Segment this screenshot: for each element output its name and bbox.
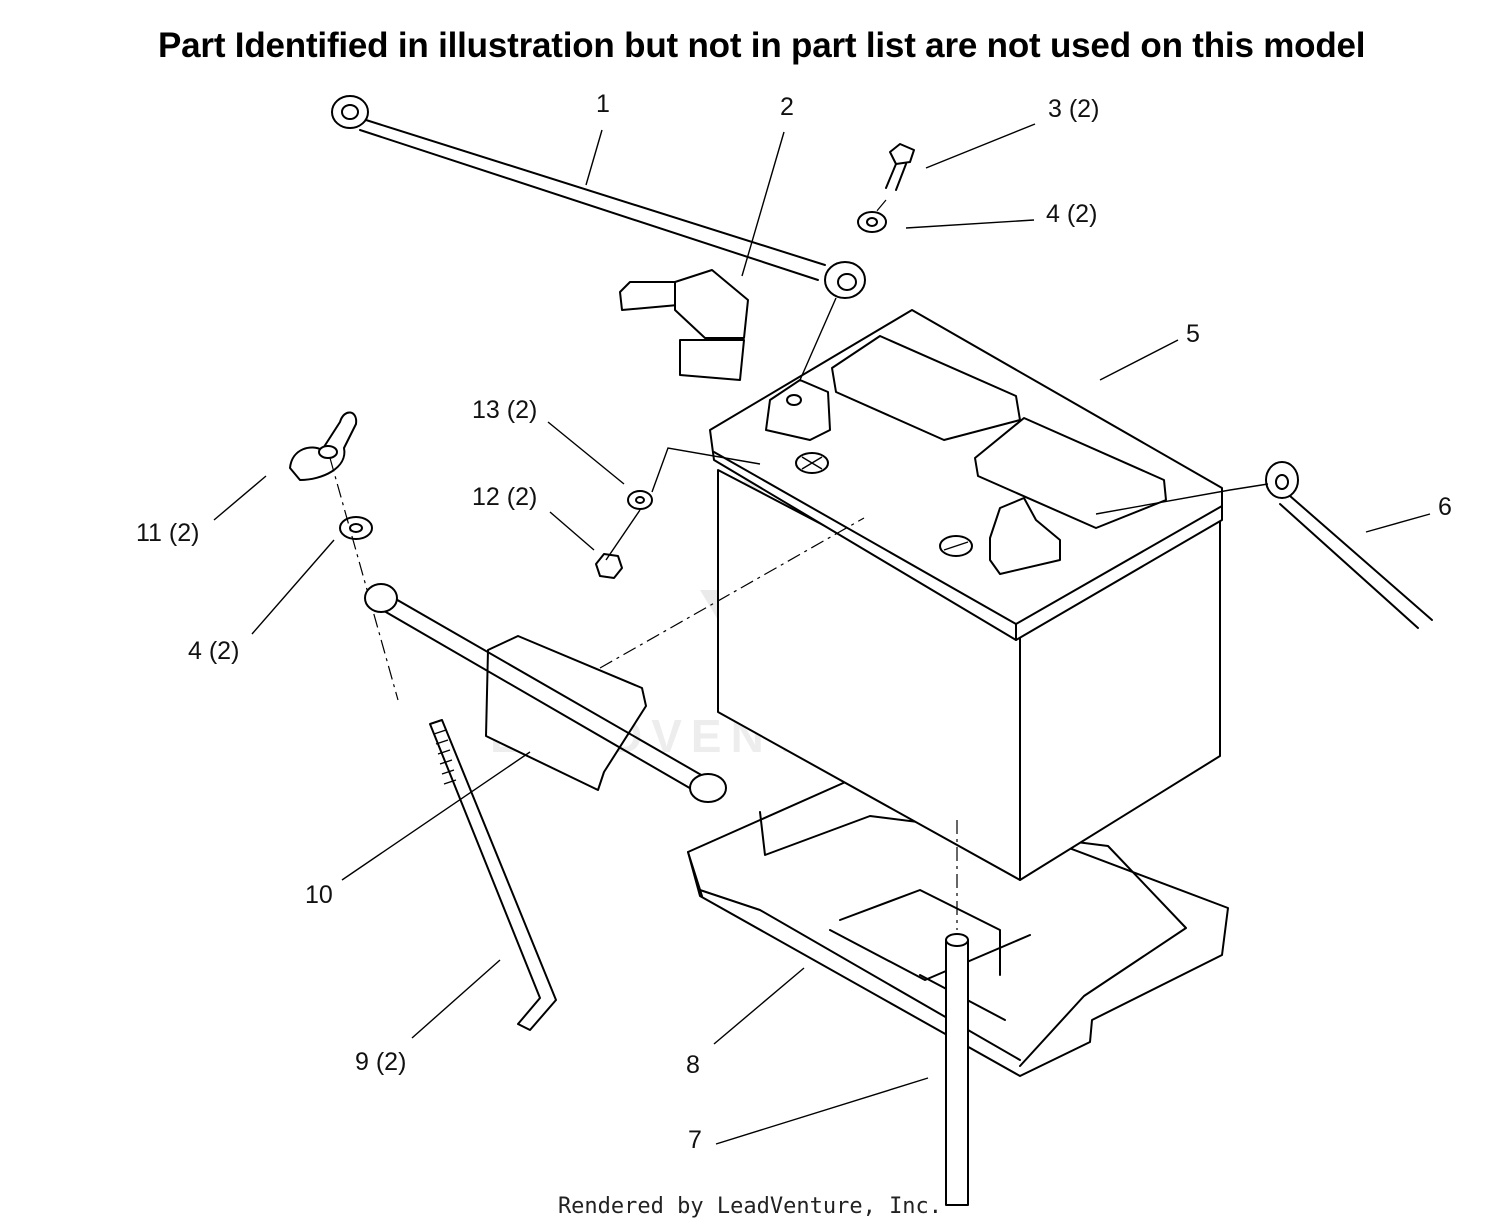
- j-bolt: [429, 719, 557, 1031]
- diagram-heading: Part Identified in illustration but not …: [158, 26, 1366, 65]
- callout-7: 7: [688, 1126, 702, 1154]
- callout-6: 6: [1438, 493, 1452, 521]
- ground-cable: [1095, 461, 1433, 629]
- callout-4-upper: 4 (2): [1046, 200, 1097, 228]
- callout-9: 9 (2): [355, 1048, 406, 1076]
- footer-credit: Rendered by LeadVenture, Inc.: [557, 1194, 943, 1219]
- hold-down-strap: [364, 583, 727, 803]
- callout-8: 8: [686, 1051, 700, 1079]
- callout-5: 5: [1186, 320, 1200, 348]
- callout-3: 3 (2): [1048, 95, 1099, 123]
- leader-lines: [213, 123, 1431, 1145]
- callout-12: 12 (2): [472, 483, 537, 511]
- callout-2: 2: [780, 93, 794, 121]
- wing-nut-and-washer: [289, 411, 399, 701]
- bolt-and-washer: [857, 143, 915, 233]
- callout-4-lower: 4 (2): [188, 637, 239, 665]
- battery: [709, 309, 1223, 881]
- callout-1: 1: [596, 90, 610, 118]
- nut-and-lockwasher: [595, 447, 865, 669]
- mounting-post-rod: [945, 820, 969, 1206]
- battery-cable: [331, 95, 866, 381]
- terminal-cover-boot: [619, 269, 749, 381]
- callout-10: 10: [305, 881, 333, 909]
- callout-13: 13 (2): [472, 396, 537, 424]
- callout-11: 11 (2): [136, 519, 199, 547]
